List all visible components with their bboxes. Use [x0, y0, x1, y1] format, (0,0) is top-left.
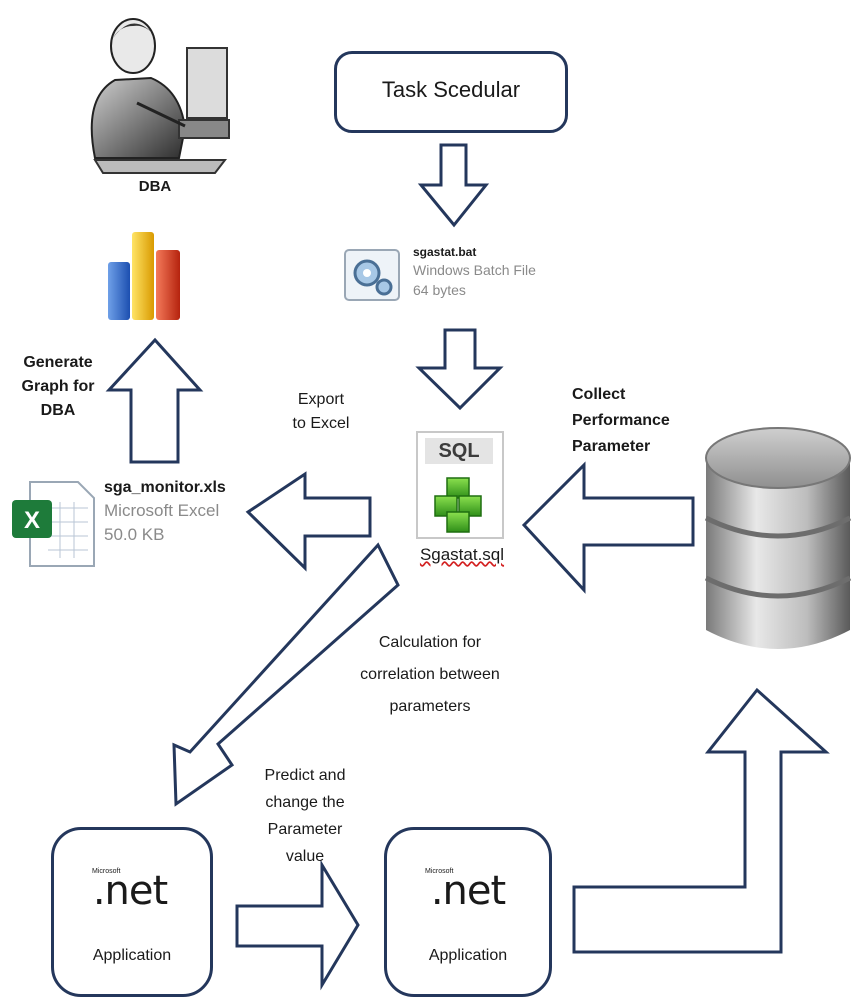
excel-file-icon: X	[8, 478, 98, 570]
app-left-logo: .net	[92, 868, 168, 914]
generate-graph-label: Generate Graph for DBA	[4, 351, 112, 423]
predict-line-1: Predict and	[264, 767, 346, 784]
generate-graph-line-1: Generate	[23, 354, 93, 371]
excel-file-info: sga_monitor.xls Microsoft Excel 50.0 KB	[104, 477, 244, 547]
arrow-excel-to-graph	[105, 337, 204, 464]
arrow-sql-to-app	[172, 542, 400, 807]
arrow-sql-to-excel	[245, 471, 372, 572]
app-box-right	[384, 827, 552, 997]
predict-line-3: Parameter	[267, 821, 343, 838]
sql-file-icon	[411, 430, 507, 542]
sql-badge: SQL	[438, 440, 480, 462]
collect-line-2: Performance	[572, 412, 670, 429]
batch-file-info: sgastat.bat Windows Batch File 64 bytes	[413, 244, 573, 300]
dba-person-icon	[75, 8, 235, 176]
batch-file-type: Windows Batch File	[413, 262, 536, 278]
arrow-scheduler-to-bat	[417, 143, 490, 228]
excel-file-size: 50.0 KB	[104, 525, 165, 544]
calculation-label: Calculation for correlation between para…	[330, 627, 530, 723]
app-right-logo: .net	[430, 868, 506, 914]
database-icon	[700, 418, 857, 668]
calculation-line-2: correlation between	[360, 666, 500, 683]
export-label: Export to Excel	[258, 388, 384, 436]
batch-file-icon	[343, 246, 407, 306]
predict-line-4: value	[285, 848, 325, 865]
arrow-app-to-app	[235, 859, 360, 991]
app-right-brand: Microsoft	[425, 868, 454, 875]
batch-file-name: sgastat.bat	[413, 245, 477, 259]
export-line-2: to Excel	[292, 415, 350, 432]
task-scheduler-label: Task Scedular	[381, 77, 521, 102]
excel-file-name: sga_monitor.xls	[104, 479, 226, 496]
calculation-line-3: parameters	[389, 698, 471, 715]
arrow-db-to-sql	[521, 461, 695, 594]
app-box-left	[51, 827, 213, 997]
app-left-label: Application	[92, 947, 172, 964]
collect-label: Collect Performance Parameter	[572, 382, 702, 460]
predict-line-2: change the	[265, 794, 345, 811]
collect-line-3: Parameter	[572, 438, 651, 455]
arrow-bat-to-sql	[415, 328, 504, 411]
arrow-app-to-db	[572, 687, 830, 954]
svg-text:X: X	[24, 507, 40, 534]
task-scheduler-box	[334, 51, 568, 133]
app-right-label: Application	[428, 947, 508, 964]
predict-label: Predict and change the Parameter value	[240, 762, 370, 870]
batch-file-size: 64 bytes	[413, 282, 466, 298]
excel-file-type: Microsoft Excel	[104, 501, 220, 520]
bar-chart-icon	[102, 226, 192, 326]
calculation-line-1: Calculation for	[378, 634, 482, 651]
export-line-1: Export	[297, 391, 345, 408]
dba-label: DBA	[138, 178, 172, 195]
sql-file-name: Sgastat.sql	[419, 545, 505, 564]
generate-graph-line-3: DBA	[40, 402, 76, 419]
app-left-brand: Microsoft	[92, 868, 121, 875]
generate-graph-line-2: Graph for	[21, 378, 95, 395]
collect-line-1: Collect	[572, 386, 626, 403]
